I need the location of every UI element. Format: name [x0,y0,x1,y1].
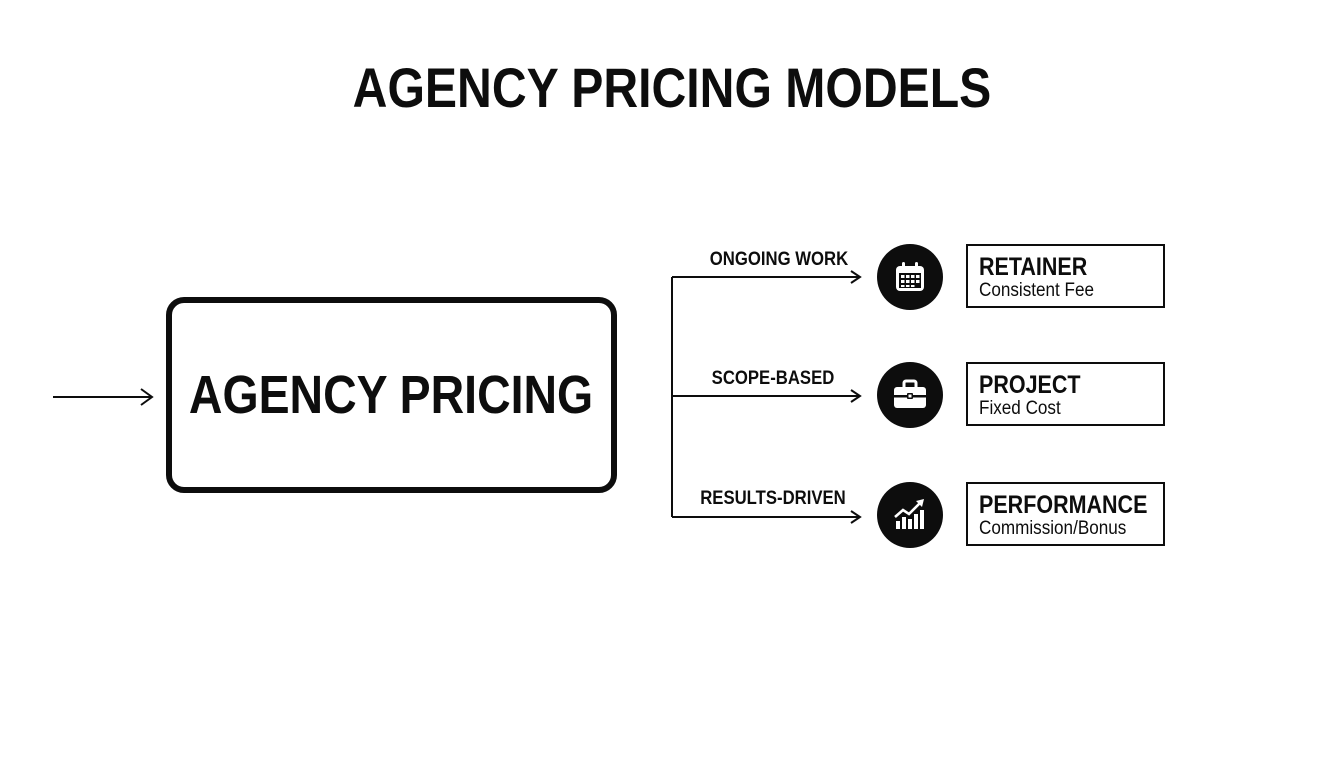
model-description-project: Fixed Cost [979,398,1061,419]
model-description-performance: Commission/Bonus [979,518,1127,539]
branch-arrowhead-performance [850,510,862,524]
model-description-retainer: Consistent Fee [979,280,1095,301]
agency-pricing-label: AGENCY PRICING [189,365,594,425]
model-card-performance: PERFORMANCE Commission/Bonus [966,482,1165,546]
model-card-retainer: RETAINER Consistent Fee [966,244,1165,308]
model-card-project: PROJECT Fixed Cost [966,362,1165,426]
branch-label-results-driven: RESULTS-DRIVEN [700,488,846,509]
page-title: AGENCY PRICING MODELS [352,56,992,119]
model-name-performance: PERFORMANCE [979,491,1148,519]
calendar-icon [877,244,943,310]
branch-arrowhead-retainer [850,270,862,284]
branch-label-scope-based: SCOPE-BASED [711,368,835,389]
model-name-project: PROJECT [979,371,1081,399]
branch-label-ongoing-work: ONGOING WORK [709,249,849,270]
model-name-retainer: RETAINER [979,253,1088,281]
incoming-arrowhead [140,388,154,406]
branch-arrowhead-project [850,389,862,403]
agency-pricing-box: AGENCY PRICING [166,297,617,493]
briefcase-icon [877,362,943,428]
growth-chart-icon [877,482,943,548]
